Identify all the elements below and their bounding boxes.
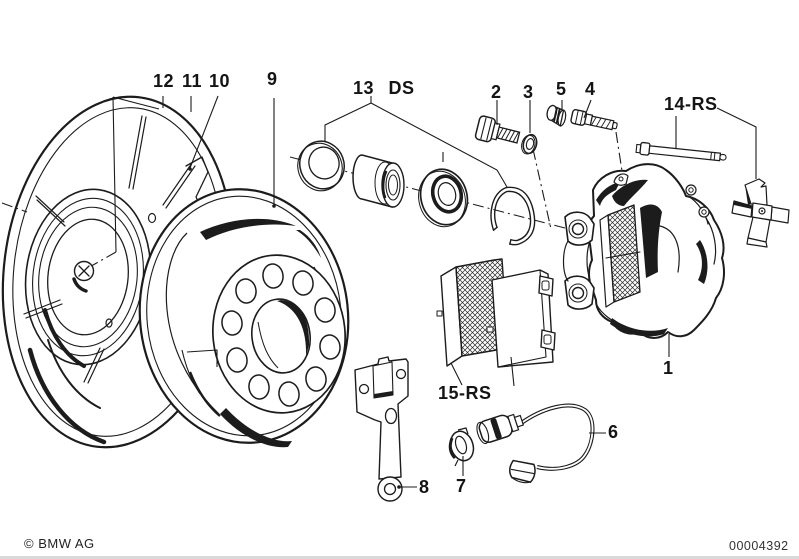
callout-15-rs[interactable]: 15-RS	[438, 383, 492, 403]
guide-pin-drawing	[635, 141, 727, 162]
callout-11[interactable]: 11	[182, 71, 203, 91]
callout-14-rs[interactable]: 14-RS	[664, 94, 718, 114]
dust-shield-drawing	[1, 95, 235, 449]
retaining-spring-drawing	[731, 178, 790, 248]
callout-10[interactable]: 10	[209, 71, 231, 91]
bleeder-cap-drawing	[546, 104, 567, 127]
document-number: 00004392	[729, 539, 789, 553]
callout-7[interactable]: 7	[456, 476, 467, 496]
sensor-holder-drawing	[448, 427, 475, 467]
callout-5[interactable]: 5	[556, 79, 567, 99]
piston-seal-kit-drawing	[297, 140, 536, 246]
callout-6[interactable]: 6	[608, 422, 619, 442]
copyright-notice: © BMW AG	[24, 536, 95, 551]
callout-2[interactable]: 2	[491, 82, 502, 102]
brake-disc-drawing	[138, 188, 350, 448]
brake-pads-drawing	[436, 258, 556, 368]
callout-1[interactable]: 1	[663, 358, 674, 378]
callout-9[interactable]: 9	[267, 69, 278, 89]
caliper-bolt-drawing	[474, 115, 521, 144]
callout-13-ds[interactable]: 13 DS	[353, 78, 415, 98]
bleeder-screw-drawing	[570, 109, 618, 131]
leader-lines	[112, 95, 757, 489]
callout-4[interactable]: 4	[585, 79, 596, 99]
wear-sensor-drawing	[476, 403, 595, 484]
washer-drawing	[521, 133, 538, 155]
callout-12[interactable]: 12	[153, 71, 175, 91]
callout-3[interactable]: 3	[523, 82, 534, 102]
callout-8[interactable]: 8	[419, 477, 430, 497]
bracket-drawing	[354, 356, 409, 502]
caliper-drawing	[562, 163, 725, 339]
